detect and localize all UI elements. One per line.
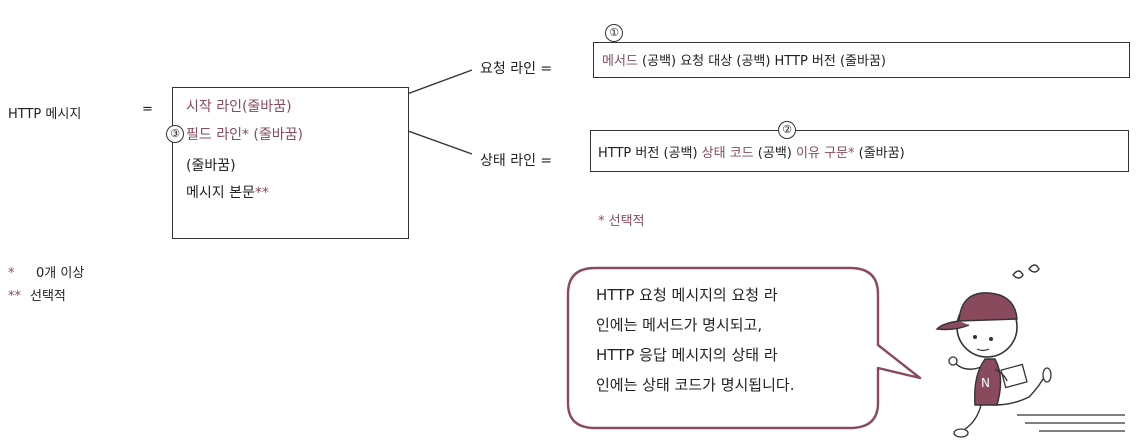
status-newline-text: (줄바꿈)	[858, 146, 905, 161]
http-message-label: HTTP 메시지	[8, 107, 82, 122]
bubble-line: HTTP 응답 메시지의 상태 라	[596, 346, 778, 364]
bubble-line: 인에는 상태 코드가 명시됩니다.	[596, 376, 795, 394]
legend-marker: **	[8, 289, 21, 304]
message-structure-box	[172, 87, 409, 239]
svg-text:N: N	[981, 376, 990, 390]
legend-text: 선택적	[30, 289, 66, 304]
reason-phrase-text: 이유 구문*	[796, 146, 855, 161]
status-line-label: 상태 라인 =	[480, 153, 553, 169]
legend-marker: *	[8, 266, 15, 281]
request-line-box	[593, 42, 1130, 78]
status-line-content: HTTP 버전 (공백) 상태 코드 (공백) 이유 구문* (줄바꿈)	[598, 142, 905, 161]
request-line-content: 메서드 (공백) 요청 대상 (공백) HTTP 버전 (줄바꿈)	[602, 50, 886, 69]
message-body-line: 메시지 본문**	[186, 182, 269, 202]
marker-two: ②	[778, 121, 796, 139]
legend-item: ** 선택적	[8, 285, 66, 304]
marker-one: ①	[605, 24, 623, 42]
crlf-text: (줄바꿈)	[186, 158, 236, 174]
legend-item: * 0개 이상	[8, 262, 84, 281]
status-code-text: 상태 코드	[701, 146, 754, 161]
bubble-line: 인에는 메서드가 명시되고,	[596, 316, 763, 334]
bubble-line: HTTP 요청 메시지의 요청 라	[596, 286, 778, 304]
legend-text: 0개 이상	[36, 266, 85, 281]
equals-sign: =	[142, 102, 153, 117]
message-body-text: 메시지 본문	[186, 185, 255, 201]
request-line-label: 요청 라인 =	[480, 61, 553, 77]
request-line-rest: (공백) 요청 대상 (공백) HTTP 버전 (줄바꿈)	[642, 54, 887, 69]
marker-three: ③	[166, 125, 184, 143]
request-method-text: 메서드	[602, 54, 638, 69]
running-courier-illustration: N	[935, 264, 1125, 438]
status-space-text: (공백)	[757, 146, 792, 161]
speech-bubble-text: HTTP 요청 메시지의 요청 라 인에는 메서드가 명시되고, HTTP 응답…	[596, 280, 794, 400]
status-line-box	[590, 130, 1129, 172]
status-optional-note: * 선택적	[598, 214, 645, 229]
start-line-text: 시작 라인(줄바꿈)	[186, 99, 292, 115]
message-body-marker: **	[254, 185, 269, 201]
field-line-text: 필드 라인* (줄바꿈)	[186, 127, 303, 143]
speech-bubble-outline	[566, 266, 922, 430]
status-version-text: HTTP 버전 (공백)	[598, 146, 698, 161]
